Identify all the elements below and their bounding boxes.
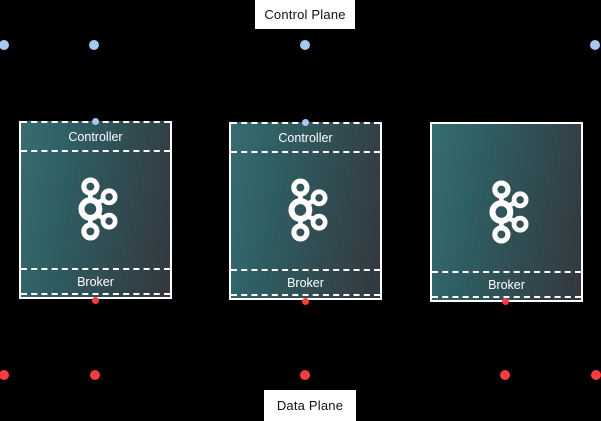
node2-broker-port-dot	[302, 298, 309, 305]
node1-controller-section: Controller	[21, 121, 170, 152]
kafka-logo-icon	[287, 178, 327, 242]
node1-broker-port-dot	[92, 297, 99, 304]
node2-controller-port-dot	[302, 119, 309, 126]
kafka-node-2: Controller Broker	[229, 122, 382, 300]
control-plane-label-text: Control Plane	[264, 7, 346, 22]
node2-broker-section: Broker	[231, 269, 380, 296]
kafka-logo-icon	[77, 177, 117, 241]
broker-label: Broker	[287, 275, 324, 290]
kafka-node-3: Broker	[430, 122, 583, 302]
node2-controller-section: Controller	[231, 122, 380, 153]
control-plane-connector-dot-edge-left	[0, 40, 9, 50]
control-plane-connector-dot-node1	[89, 40, 99, 50]
kafka-node-1: Controller Broker	[19, 121, 172, 299]
node3-broker-port-dot	[502, 298, 509, 305]
node1-controller-port-dot	[92, 118, 99, 125]
control-plane-connector-dot-edge-right	[590, 40, 600, 50]
control-plane-label: Control Plane	[255, 0, 355, 29]
data-plane-label-text: Data Plane	[276, 398, 344, 413]
node1-broker-section: Broker	[21, 268, 170, 295]
controller-label: Controller	[68, 129, 123, 144]
kafka-logo-icon	[488, 180, 528, 244]
data-plane-connector-dot-edge-right	[591, 370, 601, 380]
node3-broker-section: Broker	[432, 271, 581, 298]
data-plane-connector-dot-node3	[500, 370, 510, 380]
control-plane-connector-dot-node2	[300, 40, 310, 50]
data-plane-label: Data Plane	[264, 390, 356, 421]
broker-label: Broker	[488, 277, 525, 292]
broker-label: Broker	[77, 274, 114, 289]
data-plane-connector-dot-node1	[90, 370, 100, 380]
data-plane-connector-dot-node2	[300, 370, 310, 380]
data-plane-connector-dot-edge-left	[0, 370, 9, 380]
controller-label: Controller	[278, 130, 333, 145]
